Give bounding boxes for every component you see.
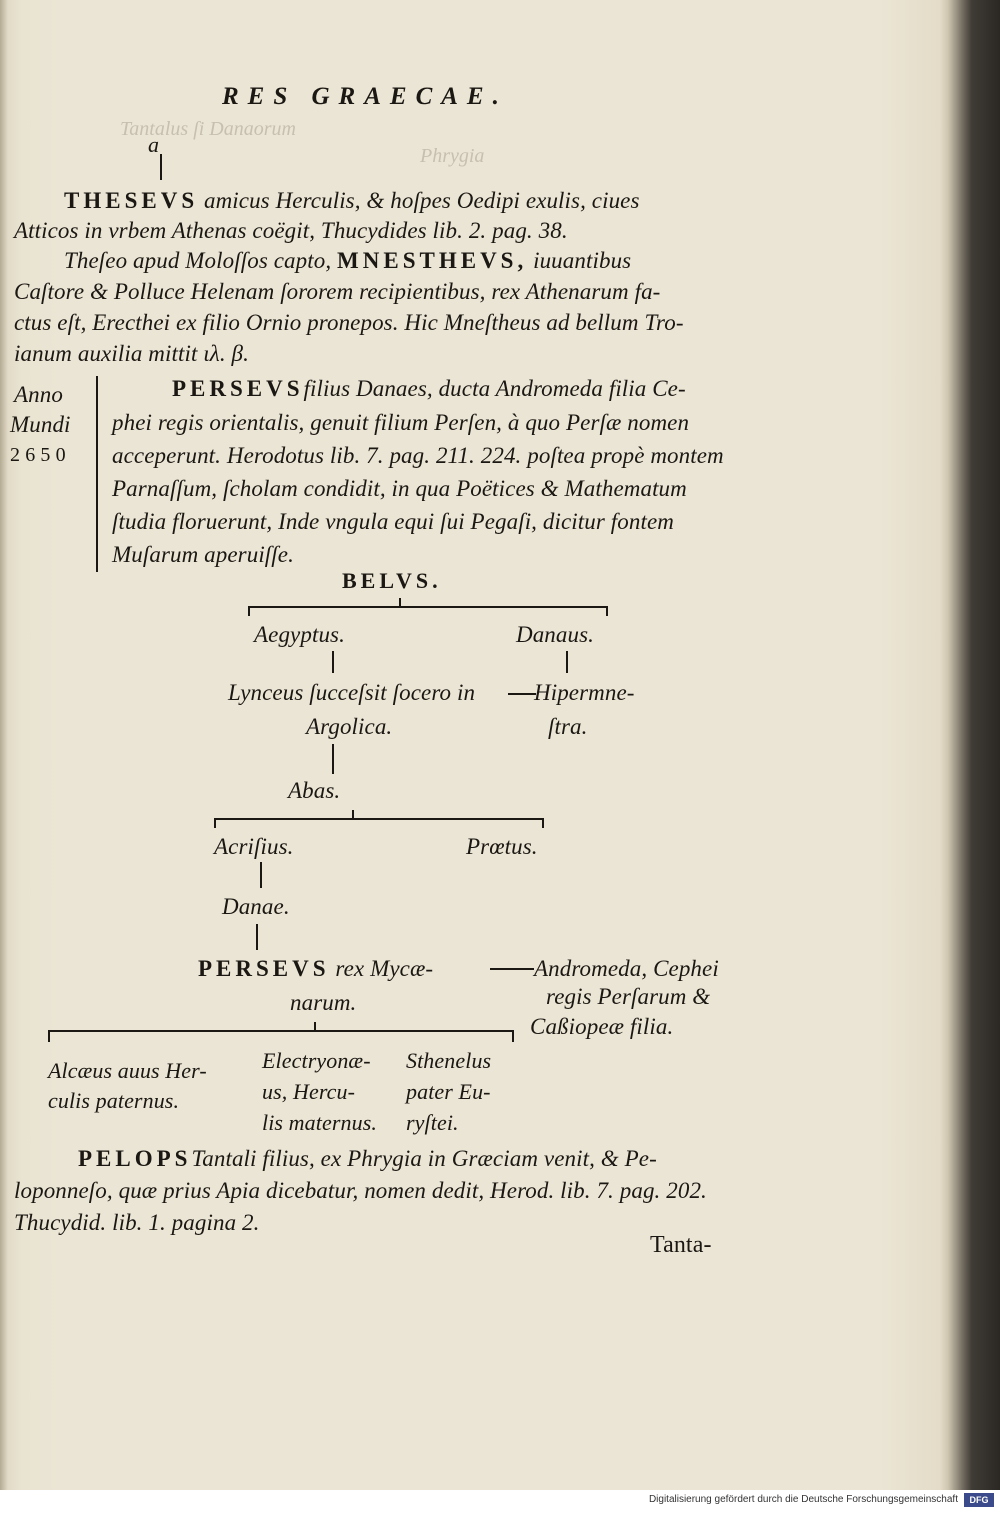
genealogy-andromeda: Caßiopeæ filia. bbox=[530, 1014, 674, 1039]
text-line: ctus eſt, Erecthei ex filio Ornio pronep… bbox=[14, 310, 684, 335]
name-perseus: PERSEVS bbox=[172, 376, 304, 401]
genealogy-alcaeus: culis paternus. bbox=[48, 1088, 180, 1113]
genealogy-sthenelus: ryſtei. bbox=[406, 1110, 459, 1135]
brace-tick bbox=[606, 606, 608, 616]
brace bbox=[248, 606, 608, 608]
genealogy-electryon: lis maternus. bbox=[262, 1110, 377, 1135]
connector-line bbox=[260, 862, 262, 888]
text-line: ſtudia floruerunt, Inde vngula equi ſui … bbox=[112, 509, 674, 534]
genealogy-danae: Danae. bbox=[222, 894, 290, 919]
brace-tick bbox=[512, 1030, 514, 1042]
connector-line bbox=[332, 744, 334, 774]
text-line: Parnaſſum, ſcholam condidit, in qua Poët… bbox=[112, 476, 687, 501]
genealogy-acrisius: Acriſius. bbox=[214, 834, 294, 859]
margin-rule bbox=[96, 376, 98, 572]
name-pelops: PELOPS bbox=[78, 1146, 192, 1171]
genealogy-hipermnestra: Hipermne- bbox=[534, 680, 635, 705]
catchword: Tanta- bbox=[650, 1232, 712, 1258]
genealogy-lynceus: Argolica. bbox=[306, 714, 393, 739]
text-line: Thucydid. lib. 1. pagina 2. bbox=[14, 1210, 260, 1235]
marriage-line bbox=[490, 968, 534, 970]
genealogy-lynceus: Lynceus ſucceſsit ſocero in bbox=[228, 680, 476, 705]
text-line: Muſarum aperuiſſe. bbox=[112, 542, 294, 567]
margin-note: 2 6 5 0 bbox=[10, 444, 66, 466]
genealogy-sthenelus: pater Eu- bbox=[406, 1079, 491, 1104]
text-line: THESEVS amicus Herculis, & hoſpes Oedipi… bbox=[64, 188, 640, 213]
brace-tick bbox=[214, 818, 216, 828]
connector-line bbox=[332, 651, 334, 673]
connector-line bbox=[256, 924, 258, 950]
genealogy-perseus: PERSEVS rex Mycæ- bbox=[198, 956, 434, 981]
name-menestheus: MNESTHEVS, bbox=[337, 248, 528, 273]
genealogy-danaus: Danaus. bbox=[516, 622, 595, 647]
brace bbox=[48, 1030, 514, 1032]
brace-tick bbox=[248, 606, 250, 616]
signature-mark: a bbox=[148, 132, 160, 157]
footer-bar: Digitalisierung gefördert durch die Deut… bbox=[0, 1490, 1000, 1513]
genealogy-perseus: narum. bbox=[290, 990, 357, 1015]
genealogy-abas: Abas. bbox=[288, 778, 341, 803]
text-line: Atticos in vrbem Athenas coëgit, Thucydi… bbox=[14, 218, 568, 243]
dfg-logo: DFG bbox=[964, 1493, 994, 1507]
margin-note: Mundi bbox=[10, 412, 71, 437]
connector-line bbox=[566, 651, 568, 673]
name-theseus: THESEVS bbox=[64, 188, 199, 213]
footer-credit: Digitalisierung gefördert durch die Deut… bbox=[648, 1494, 958, 1505]
marriage-line bbox=[508, 693, 536, 695]
genealogy-aegyptus: Aegyptus. bbox=[254, 622, 345, 647]
brace-center bbox=[399, 598, 401, 608]
text-line: phei regis orientalis, genuit filium Per… bbox=[112, 410, 690, 435]
brace bbox=[214, 818, 544, 820]
genealogy-andromeda: Andromeda, Cephei bbox=[534, 956, 719, 981]
text-line: Caſtore & Polluce Helenam ſororem recipi… bbox=[14, 279, 661, 304]
brace-center bbox=[352, 810, 354, 820]
text-line: acceperunt. Herodotus lib. 7. pag. 211. … bbox=[112, 443, 724, 468]
connector-line bbox=[160, 154, 162, 180]
genealogy-electryon: Electryonæ- bbox=[262, 1048, 371, 1073]
genealogy-proetus: Prœtus. bbox=[466, 834, 538, 859]
genealogy-belus: BELVS. bbox=[342, 568, 442, 593]
running-head: RES GRAECAE. bbox=[222, 83, 508, 110]
genealogy-alcaeus: Alcæus auus Her- bbox=[48, 1058, 207, 1083]
genealogy-andromeda: regis Perſarum & bbox=[546, 984, 711, 1009]
margin-note: Anno bbox=[14, 382, 63, 407]
brace-tick bbox=[542, 818, 544, 828]
text-line: PELOPSTantali filius, ex Phrygia in Græc… bbox=[78, 1146, 657, 1171]
text-line: Theſeo apud Moloſſos capto, MNESTHEVS, i… bbox=[64, 248, 632, 273]
genealogy-sthenelus: Sthenelus bbox=[406, 1048, 492, 1073]
show-through: Tantalus ſi Danaorum bbox=[120, 118, 296, 140]
text-line: loponneſo, quæ prius Apia dicebatur, nom… bbox=[14, 1178, 707, 1203]
show-through: Phrygia bbox=[420, 145, 485, 167]
text-line: PERSEVSfilius Danaes, ducta Andromeda fi… bbox=[172, 376, 686, 401]
genealogy-hipermnestra: ſtra. bbox=[548, 714, 588, 739]
brace-center bbox=[314, 1022, 316, 1032]
page-content: Tantalus ſi Danaorum Phrygia RES GRAECAE… bbox=[10, 83, 724, 1258]
genealogy-electryon: us, Hercu- bbox=[262, 1079, 356, 1104]
text-line: ianum auxilia mittit ιλ. β. bbox=[14, 341, 249, 366]
brace-tick bbox=[48, 1030, 50, 1042]
